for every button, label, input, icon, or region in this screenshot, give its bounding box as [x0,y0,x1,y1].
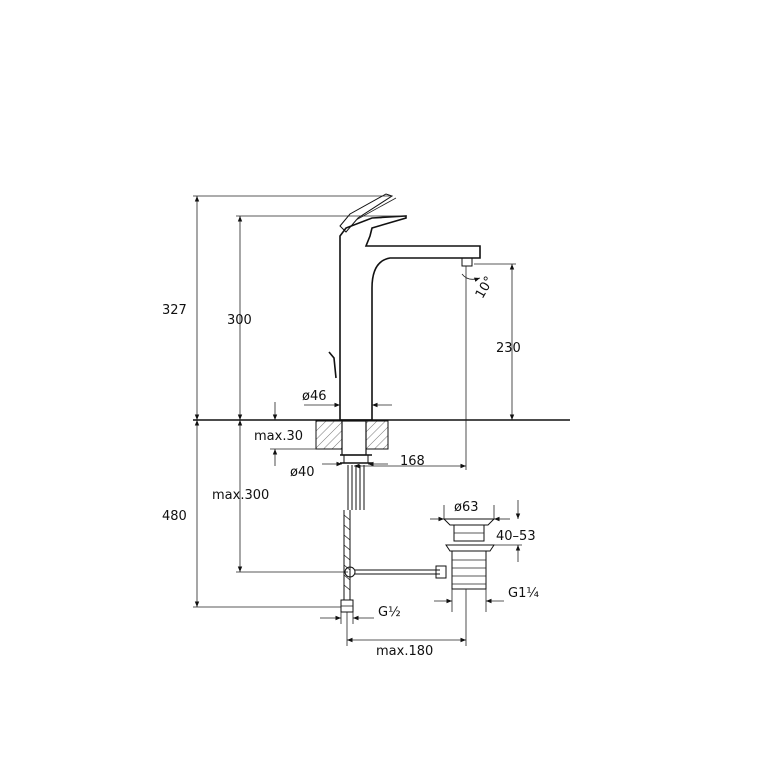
popup-rod [344,565,447,579]
counter-section-right [365,420,389,450]
flexible-hose [340,510,354,613]
waste-range-label: 40–53 [496,529,536,544]
shank-diameter-label: ø40 [290,465,315,480]
max-counter-label: max.30 [254,429,303,444]
body-diameter-label: ø46 [302,389,327,404]
max-hose-label: max.300 [212,488,269,503]
total-height-label: 327 [162,303,187,318]
hose-thread-label: G½ [378,605,401,620]
max-trap-label: max.180 [376,644,433,659]
waste-valve [442,518,496,590]
spout-angle-label: 10° [473,274,498,301]
waste-diameter-label: ø63 [454,500,479,515]
projection-label: 168 [400,454,425,469]
lever-height-label: 300 [227,313,252,328]
faucet-body [328,193,481,421]
waste-thread-label: G1¼ [508,586,539,601]
counter-section-left [315,420,343,450]
below-length-label: 480 [162,509,187,524]
shank [340,420,372,510]
spout-height-label: 230 [496,341,521,356]
